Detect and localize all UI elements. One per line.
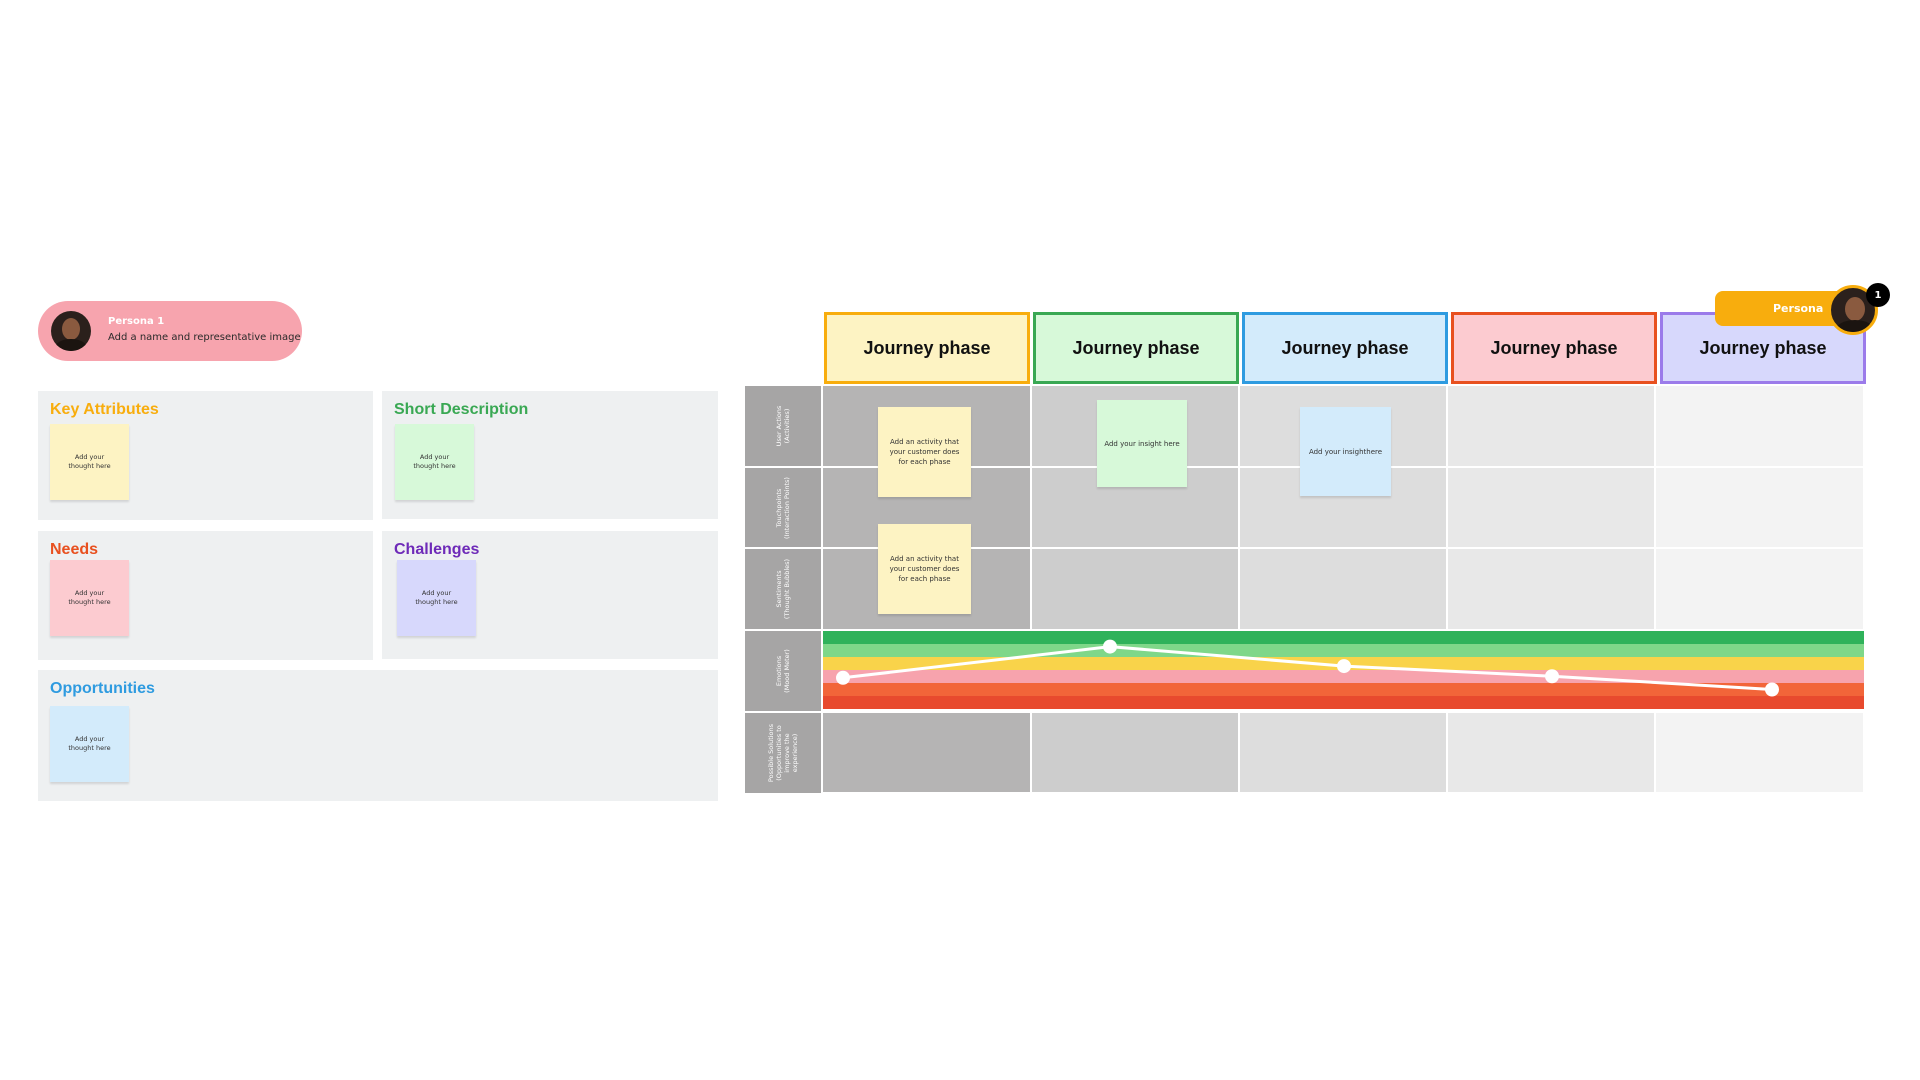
persona-avatar <box>51 311 91 351</box>
mood-band <box>823 644 1864 658</box>
grid-cell[interactable] <box>1448 549 1654 629</box>
insight-sticky-1[interactable]: Add your insight here <box>1097 400 1187 487</box>
challenges-panel: Challenges Add your thought here <box>382 531 718 659</box>
activity-sticky-1[interactable]: Add an activity that your customer does … <box>878 407 971 497</box>
persona-tag-avatar[interactable] <box>1828 285 1878 335</box>
grid-cell[interactable] <box>1448 468 1654 547</box>
journey-phase-4[interactable]: Journey phase <box>1451 312 1657 384</box>
insight-sticky-2[interactable]: Add your insighthere <box>1300 407 1391 496</box>
journey-phase-1[interactable]: Journey phase <box>824 312 1030 384</box>
activity-sticky-2[interactable]: Add an activity that your customer does … <box>878 524 971 614</box>
grid-cell[interactable] <box>1032 549 1238 629</box>
persona-subtitle: Add a name and representative image <box>108 332 301 343</box>
mood-meter-chart <box>823 631 1864 710</box>
row-label-sentiments: Sentiments (Thought Bubbles) <box>745 549 821 629</box>
short-description-title: Short Description <box>394 401 529 418</box>
persona-title: Persona 1 <box>108 316 165 327</box>
opportunities-sticky[interactable]: Add your thought here <box>50 706 129 782</box>
short-description-sticky[interactable]: Add your thought here <box>395 424 474 500</box>
grid-cell[interactable] <box>823 713 1030 792</box>
short-description-panel: Short Description Add your thought here <box>382 391 718 519</box>
grid-cell[interactable] <box>1448 386 1654 466</box>
grid-cell[interactable] <box>1240 549 1446 629</box>
needs-title: Needs <box>50 541 99 558</box>
grid-cell[interactable] <box>1032 713 1238 792</box>
mood-point <box>836 670 850 685</box>
mood-point <box>1545 669 1559 684</box>
grid-cell[interactable] <box>1240 713 1446 792</box>
row-label-emotions: Emotions (Mood Meter) <box>745 631 821 711</box>
notification-badge: 1 <box>1866 283 1890 307</box>
journey-phase-3[interactable]: Journey phase <box>1242 312 1448 384</box>
row-label-user-actions: User Actions (Activities) <box>745 386 821 466</box>
grid-cell[interactable] <box>1656 386 1863 466</box>
mood-band <box>823 696 1864 710</box>
grid-cell[interactable] <box>1656 713 1863 792</box>
grid-cell[interactable] <box>1656 549 1863 629</box>
opportunities-panel: Opportunities Add your thought here <box>38 670 718 801</box>
grid-cell[interactable] <box>1448 713 1654 792</box>
row-label-solutions: Possible Solutions (Opportunities to imp… <box>745 713 821 793</box>
mood-point <box>1337 659 1351 674</box>
persona-card[interactable]: Persona 1 Add a name and representative … <box>38 301 302 361</box>
persona-tag-label: Persona <box>1773 302 1824 315</box>
key-attributes-sticky[interactable]: Add your thought here <box>50 424 129 500</box>
mood-band <box>823 683 1864 697</box>
mood-band <box>823 631 1864 645</box>
challenges-sticky[interactable]: Add your thought here <box>397 560 476 636</box>
grid-cell[interactable] <box>1656 468 1863 547</box>
mood-point <box>1765 682 1779 697</box>
needs-sticky[interactable]: Add your thought here <box>50 560 129 636</box>
mood-point <box>1103 639 1117 654</box>
needs-panel: Needs Add your thought here <box>38 531 373 660</box>
row-label-touchpoints: Touchpoints (Interaction Points) <box>745 468 821 547</box>
journey-phase-2[interactable]: Journey phase <box>1033 312 1239 384</box>
key-attributes-title: Key Attributes <box>50 401 159 418</box>
key-attributes-panel: Key Attributes Add your thought here <box>38 391 373 520</box>
opportunities-title: Opportunities <box>50 680 155 697</box>
challenges-title: Challenges <box>394 541 480 558</box>
mood-meter[interactable] <box>823 631 1864 710</box>
